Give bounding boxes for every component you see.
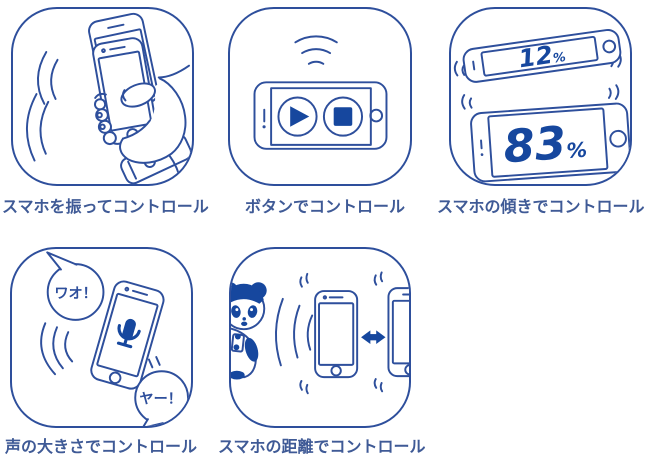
caption-shake: スマホを振ってコントロール <box>2 199 209 216</box>
holding-hand <box>93 64 190 184</box>
panel-tilt: 12% 83% <box>449 7 632 186</box>
caption-voice: 声の大きさでコントロール <box>5 439 198 456</box>
sound-waves-icon <box>40 322 74 376</box>
smartphone-right-icon <box>387 287 409 378</box>
distance-arrow-icon <box>361 330 386 345</box>
shake-illustration <box>25 12 192 184</box>
panel-voice: ワオ！ ヤー！ <box>10 247 193 428</box>
smartphone-tilted-icon: 83% <box>470 102 630 183</box>
smartphone-landscape-icon <box>253 81 388 150</box>
tilt-value-top-text: 12% <box>517 38 568 73</box>
caption-buttons: ボタンでコントロール <box>245 199 406 216</box>
voice-illustration: ワオ！ ヤー！ <box>40 251 190 426</box>
sound-waves-icon <box>274 297 314 367</box>
bubble-bottom-text: ヤー！ <box>139 392 181 408</box>
signal-waves-icon <box>294 35 338 65</box>
panel-buttons <box>228 7 412 186</box>
stop-button-icon <box>322 96 364 137</box>
smartphone-left-icon <box>314 290 359 379</box>
tilt-illustration: 12% 83% <box>453 28 630 183</box>
caption-tilt: スマホの傾きでコントロール <box>437 199 645 216</box>
vibration-marks <box>299 271 384 395</box>
panel-distance <box>229 247 411 428</box>
distance-illustration <box>231 271 409 395</box>
speech-bubble-bottom: ヤー！ <box>134 356 190 426</box>
speech-bubble-top: ワオ！ <box>46 251 105 321</box>
tilt-value-bottom-text: 83% <box>502 115 589 174</box>
shake-motion-arcs <box>25 51 59 162</box>
buttons-illustration <box>253 35 388 150</box>
play-button-icon <box>277 96 318 137</box>
smartphone-icon <box>90 280 165 390</box>
panda-mascot <box>231 282 267 380</box>
caption-distance: スマホの距離でコントロール <box>218 439 426 456</box>
panel-shake <box>11 7 194 186</box>
smartphone-flat-icon: 12% <box>462 28 622 83</box>
bubble-top-text: ワオ！ <box>54 286 96 302</box>
microphone-icon <box>116 318 141 349</box>
